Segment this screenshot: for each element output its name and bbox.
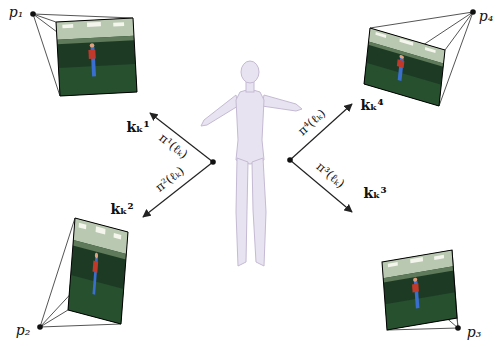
human-mesh — [201, 61, 302, 266]
camera-frustum — [33, 12, 473, 330]
camera-label: p₁ — [9, 5, 24, 20]
keypoint-label: kₖ¹ — [126, 120, 149, 135]
projection-label: π²(ℓₖ) — [153, 165, 186, 195]
point-dot — [30, 9, 476, 331]
camera-label: p₂ — [16, 323, 31, 338]
keypoint-label: kₖ² — [110, 202, 133, 217]
keypoint-label: kₖ³ — [363, 186, 386, 201]
camera-image — [56, 18, 457, 330]
projection-arrow — [143, 104, 352, 217]
projection-label: π¹(ℓₖ) — [156, 132, 189, 162]
projection-label: π⁴(ℓₖ) — [296, 107, 329, 138]
camera-label: p₄ — [479, 9, 494, 24]
camera-label: p₃ — [467, 325, 482, 340]
projection-label: π³(ℓₖ) — [313, 161, 346, 192]
keypoint-label: kₖ⁴ — [360, 98, 383, 113]
